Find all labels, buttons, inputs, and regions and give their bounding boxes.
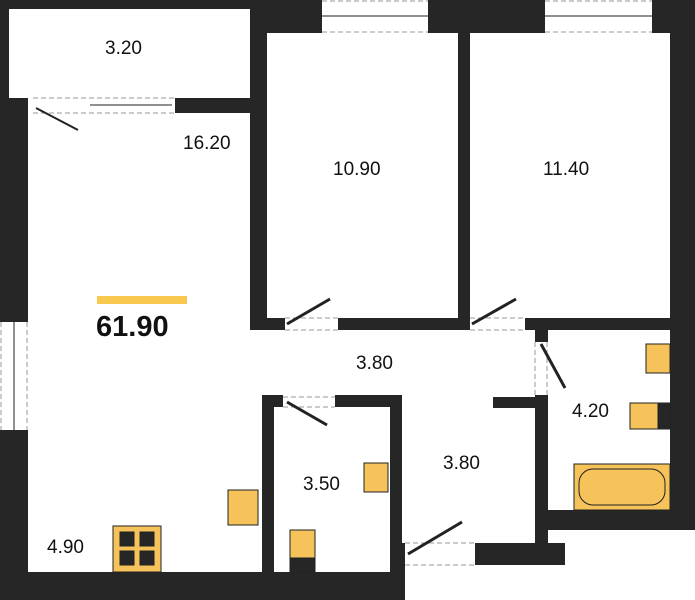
wc-sink-icon [363, 462, 389, 493]
area-kitchen: 4.90 [47, 537, 84, 558]
area-corridor: 3.80 [443, 453, 480, 474]
area-wc: 3.50 [303, 474, 340, 495]
kitchen-sink-icon [227, 489, 259, 526]
total-area-accent-bar [97, 296, 187, 304]
fixtures [112, 343, 671, 573]
area-bathroom: 4.20 [572, 401, 609, 422]
bathroom-sink-icon [645, 343, 671, 374]
area-bedroom-2: 11.40 [543, 159, 590, 180]
bathtub-icon [573, 463, 671, 511]
total-area: 61.90 [96, 311, 169, 343]
area-hall: 3.80 [356, 353, 393, 374]
openings [0, 0, 652, 566]
windows [13, 15, 652, 430]
area-bedroom-1: 10.90 [333, 159, 381, 180]
doors [35, 107, 567, 556]
bathroom-toilet-icon [629, 402, 671, 430]
area-balcony: 3.20 [105, 38, 142, 59]
area-living: 16.20 [183, 133, 231, 154]
wc-toilet-icon [289, 529, 316, 573]
stove-icon [112, 525, 162, 573]
